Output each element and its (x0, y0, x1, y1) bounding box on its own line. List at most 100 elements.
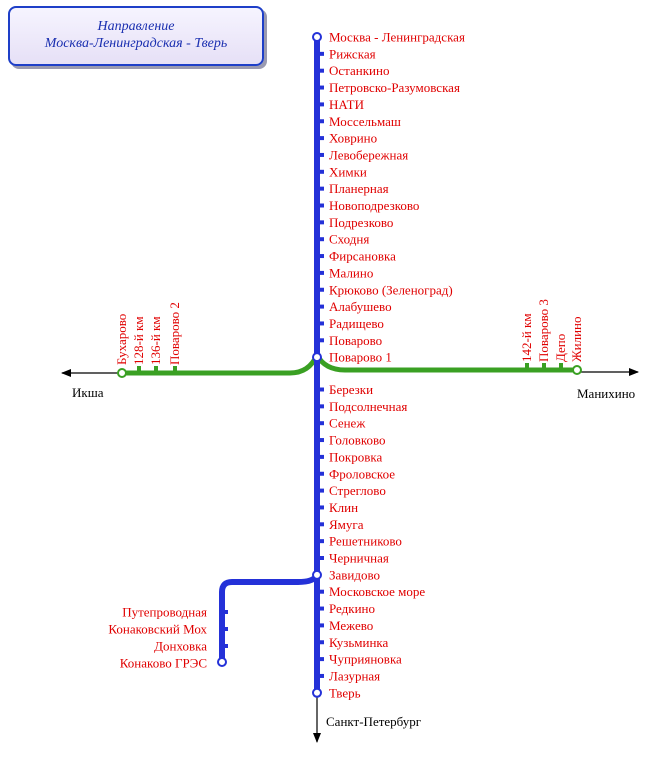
station-label[interactable]: Новоподрезково (329, 198, 419, 213)
station-marker (320, 421, 324, 426)
station-label[interactable]: 142-й км (519, 313, 534, 362)
station-label[interactable]: Подсолнечная (329, 399, 407, 414)
station-label[interactable]: Конаково ГРЭС (120, 656, 207, 671)
station-label[interactable]: Донховка (154, 639, 207, 654)
direction-west-label: Икша (72, 385, 104, 400)
station-label[interactable]: Покровка (329, 449, 382, 464)
station-label[interactable]: Лазурная (329, 668, 380, 683)
station-marker-terminal (312, 569, 322, 580)
title-line-1: Направление (97, 19, 175, 34)
station-label[interactable]: Поварово (329, 333, 382, 348)
station-marker (320, 589, 324, 594)
station-marker (320, 186, 324, 191)
station-label[interactable]: Химки (329, 164, 367, 179)
direction-south-label: Санкт-Петербург (326, 714, 421, 729)
station-label[interactable]: Московское море (329, 584, 425, 599)
station-marker (320, 505, 324, 510)
station-label[interactable]: Крюково (Зеленоград) (329, 282, 453, 297)
station-marker (320, 640, 324, 645)
station-label[interactable]: НАТИ (329, 97, 364, 112)
station-label[interactable]: Редкино (329, 601, 375, 616)
station-label[interactable]: Сенеж (329, 416, 366, 431)
station-marker (320, 51, 324, 56)
station-label[interactable]: Фроловское (329, 466, 395, 481)
station-marker (137, 366, 141, 371)
station-marker (224, 627, 228, 631)
station-label[interactable]: Завидово (329, 567, 380, 582)
station-label[interactable]: Малино (329, 265, 373, 280)
station-label[interactable]: Тверь (329, 685, 361, 700)
station-label[interactable]: Поварово 2 (167, 302, 182, 365)
station-label[interactable]: Ямуга (329, 517, 364, 532)
station-label[interactable]: Поварово 1 (329, 350, 392, 365)
station-marker-terminal (312, 32, 322, 42)
konakovo-branch-line (219, 573, 320, 662)
station-marker (320, 387, 324, 392)
station-marker (320, 454, 324, 459)
station-label[interactable]: Планерная (329, 181, 389, 196)
station-marker (320, 119, 324, 124)
station-label[interactable]: Березки (329, 382, 373, 397)
station-label[interactable]: Клин (329, 500, 358, 515)
station-label[interactable]: Левобережная (329, 147, 408, 162)
station-marker (320, 254, 324, 259)
station-label[interactable]: 128-й км (131, 316, 146, 365)
station-label[interactable]: Сходня (329, 232, 369, 247)
station-marker (525, 363, 529, 368)
station-label[interactable]: Жилино (569, 316, 584, 362)
station-label[interactable]: Радищево (329, 316, 384, 331)
station-label[interactable]: Фирсановка (329, 249, 396, 264)
station-marker-terminal (572, 365, 582, 375)
stations-layer: Москва - ЛенинградскаяРижскаяОстанкиноПе… (108, 30, 584, 701)
station-label[interactable]: Бухарово (114, 314, 129, 365)
station-marker (320, 404, 324, 409)
station-marker (320, 102, 324, 107)
station-label[interactable]: Депо (553, 334, 568, 362)
station-label[interactable]: Кузьминка (329, 635, 389, 650)
station-marker (320, 338, 324, 343)
station-label[interactable]: Моссельмаш (329, 114, 401, 129)
station-marker (320, 606, 324, 611)
station-marker (320, 488, 324, 493)
station-marker-terminal (217, 657, 227, 667)
station-label[interactable]: Петровско-Разумовская (329, 80, 460, 95)
station-marker (320, 237, 324, 242)
station-label[interactable]: Подрезково (329, 215, 393, 230)
station-label[interactable]: Поварово 3 (536, 299, 551, 362)
title-line-2: Москва-Ленинградская - Тверь (44, 36, 228, 51)
station-label[interactable]: Ховрино (329, 131, 377, 146)
station-marker (320, 220, 324, 225)
station-marker (154, 366, 158, 371)
station-marker (320, 203, 324, 208)
station-marker-terminal (117, 368, 127, 378)
station-label[interactable]: Черничная (329, 551, 389, 566)
station-label[interactable]: Алабушево (329, 299, 392, 314)
station-marker (559, 363, 563, 368)
station-label[interactable]: 136-й км (148, 316, 163, 365)
station-marker (320, 657, 324, 662)
station-marker (320, 304, 324, 309)
station-label[interactable]: Москва - Ленинградская (329, 30, 465, 45)
station-label[interactable]: Решетниково (329, 534, 402, 549)
title-box: Направление Москва-Ленинградская - Тверь (8, 6, 264, 66)
station-label[interactable]: Межево (329, 618, 373, 633)
station-marker (320, 152, 324, 157)
station-marker-terminal (312, 352, 322, 363)
station-label[interactable]: Стреглово (329, 483, 386, 498)
station-marker (224, 610, 228, 614)
direction-east-label: Манихино (577, 386, 635, 401)
station-marker (320, 623, 324, 628)
station-marker (320, 539, 324, 544)
station-label[interactable]: Рижская (329, 46, 376, 61)
station-marker-terminal (312, 687, 322, 698)
station-label[interactable]: Путепроводная (122, 605, 207, 620)
station-label[interactable]: Чуприяновка (329, 652, 402, 667)
station-label[interactable]: Останкино (329, 63, 389, 78)
station-marker (320, 673, 324, 678)
station-marker (320, 321, 324, 326)
station-marker (320, 68, 324, 73)
station-marker (320, 136, 324, 141)
station-label[interactable]: Конаковский Мох (108, 622, 207, 637)
station-label[interactable]: Головково (329, 433, 386, 448)
